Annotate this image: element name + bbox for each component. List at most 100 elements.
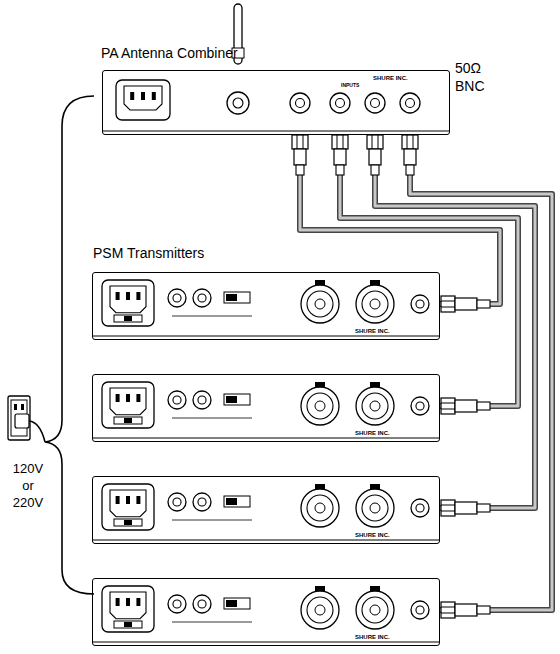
coax-cable bbox=[340, 135, 518, 406]
inlet-pin bbox=[116, 292, 120, 300]
jack bbox=[193, 595, 211, 613]
inlet-pin bbox=[116, 598, 120, 606]
power-inlet bbox=[102, 484, 154, 530]
jack-center bbox=[173, 600, 181, 608]
jack bbox=[365, 93, 385, 113]
inlet-pin bbox=[136, 598, 140, 606]
bnc-body bbox=[294, 149, 306, 165]
jack-center bbox=[198, 294, 206, 302]
device-title: PA Antenna Combiner bbox=[101, 45, 238, 61]
bnc-nut-edge bbox=[441, 511, 455, 512]
jack-center bbox=[198, 600, 206, 608]
panel-lip bbox=[92, 540, 440, 541]
xlr-jack-center bbox=[370, 503, 380, 513]
pad-switch-knob bbox=[226, 396, 237, 403]
bracket-line bbox=[172, 316, 252, 317]
inlet-pin bbox=[126, 292, 130, 300]
bnc-boot bbox=[296, 165, 304, 175]
fuse-tray bbox=[114, 417, 142, 424]
jack-center bbox=[198, 498, 206, 506]
xlr-jack-center bbox=[315, 503, 325, 513]
bnc-nut bbox=[292, 135, 308, 149]
coax-cable bbox=[375, 135, 535, 508]
jack bbox=[193, 391, 211, 409]
bnc-boot bbox=[371, 165, 379, 175]
jack bbox=[168, 289, 186, 307]
bnc-nut bbox=[402, 135, 418, 149]
jack bbox=[290, 93, 310, 113]
brand-marking: SHURE INC. bbox=[355, 328, 390, 335]
bnc-nut-edge bbox=[441, 505, 455, 506]
bnc-nut-edge bbox=[441, 607, 455, 608]
power-inlet bbox=[102, 586, 154, 632]
pad-switch bbox=[224, 292, 250, 303]
bnc-nut-edge bbox=[407, 135, 408, 149]
jack-center bbox=[416, 300, 424, 308]
outlet-slot bbox=[14, 404, 17, 410]
cable-outline bbox=[340, 135, 518, 406]
jack bbox=[168, 391, 186, 409]
bnc-nut-edge bbox=[303, 135, 304, 149]
power-wiring bbox=[8, 96, 94, 594]
bnc-boot bbox=[477, 606, 490, 614]
bnc-nut bbox=[332, 135, 348, 149]
jack-center bbox=[416, 606, 424, 614]
xlr-jack bbox=[301, 285, 339, 323]
bnc-nut-edge bbox=[343, 135, 344, 149]
bnc-nut bbox=[441, 602, 455, 618]
xlr-jack-center bbox=[315, 401, 325, 411]
transmitter-box: SHURE INC. bbox=[92, 272, 440, 340]
xlr-jack-center bbox=[315, 299, 325, 309]
panel-lip bbox=[92, 336, 440, 337]
jack bbox=[193, 493, 211, 511]
bnc-plug bbox=[292, 135, 308, 175]
bnc-plug bbox=[441, 296, 490, 312]
pad-switch bbox=[224, 598, 250, 609]
xlr-jack bbox=[301, 387, 339, 425]
xlr-latch bbox=[370, 280, 380, 285]
xlr-latch bbox=[315, 586, 325, 591]
cable-core bbox=[375, 135, 535, 508]
jack bbox=[168, 595, 186, 613]
brand-marking: SHURE INC. bbox=[355, 532, 390, 539]
pad-switch-knob bbox=[226, 498, 237, 505]
bnc-body bbox=[455, 298, 477, 310]
bnc-boot bbox=[477, 504, 490, 512]
power-bracket bbox=[45, 96, 94, 594]
group-heading: PSM Transmitters bbox=[93, 245, 204, 261]
pad-switch-knob bbox=[226, 600, 237, 607]
xlr-latch bbox=[370, 586, 380, 591]
inlet-pin bbox=[136, 394, 140, 402]
jack bbox=[411, 499, 429, 517]
jack-center bbox=[173, 294, 181, 302]
antenna-combiner-drawing bbox=[102, 4, 450, 131]
xlr-jack-inner bbox=[362, 291, 388, 317]
voltage-label: or bbox=[22, 479, 34, 494]
xlr-jack bbox=[356, 591, 394, 629]
bnc-plug bbox=[367, 135, 383, 175]
outlet-slot bbox=[21, 404, 24, 410]
bnc-nut-edge bbox=[372, 135, 373, 149]
jack bbox=[411, 601, 429, 619]
fuse-tray bbox=[114, 519, 142, 526]
cable-core bbox=[340, 135, 518, 406]
bnc-plug bbox=[402, 135, 418, 175]
jack bbox=[411, 295, 429, 313]
jack bbox=[227, 92, 249, 114]
bnc-nut bbox=[441, 296, 455, 312]
bnc-nut bbox=[367, 135, 383, 149]
xlr-jack bbox=[301, 591, 339, 629]
bnc-boot bbox=[477, 300, 490, 308]
xlr-jack-inner bbox=[362, 393, 388, 419]
bnc-boot bbox=[406, 165, 414, 175]
bnc-plug bbox=[332, 135, 348, 175]
jack bbox=[400, 93, 420, 113]
panel-lip bbox=[92, 642, 440, 643]
voltage-label: 220V bbox=[13, 496, 43, 511]
inlet-pin bbox=[126, 394, 130, 402]
xlr-latch bbox=[315, 484, 325, 489]
inlet-pin bbox=[126, 496, 130, 504]
power-inlet-socket bbox=[110, 592, 146, 619]
